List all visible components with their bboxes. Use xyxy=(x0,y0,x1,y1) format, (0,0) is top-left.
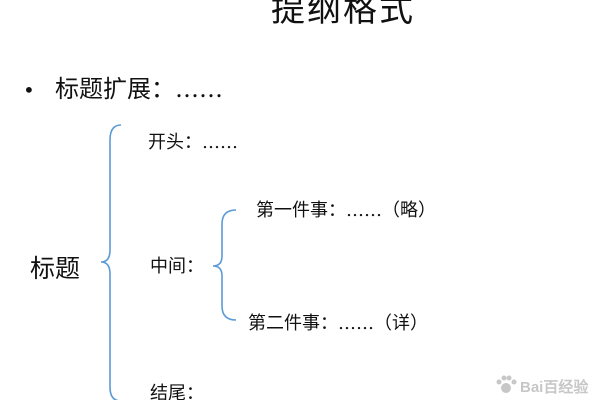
sub-bracket xyxy=(212,209,237,321)
bullet-text: 标题扩展：…… xyxy=(55,75,223,103)
main-bracket xyxy=(100,124,122,400)
paw-logo-icon xyxy=(496,375,517,393)
slide-title: 提纲格式 xyxy=(271,0,415,30)
outline-node-start: 开头：…… xyxy=(148,132,238,153)
bullet-marker: • xyxy=(23,78,35,102)
outline-node-first-event: 第一件事：……（略） xyxy=(256,200,436,221)
outline-node-end: 结尾： xyxy=(150,383,204,400)
outline-node-second-event: 第二件事：……（详） xyxy=(248,313,428,334)
watermark-text: Bai百经验 xyxy=(520,379,589,396)
baidu-jingyan-watermark: Bai百经验 xyxy=(494,372,594,398)
outline-root-label: 标题 xyxy=(30,254,81,283)
outline-node-middle: 中间： xyxy=(150,256,204,277)
